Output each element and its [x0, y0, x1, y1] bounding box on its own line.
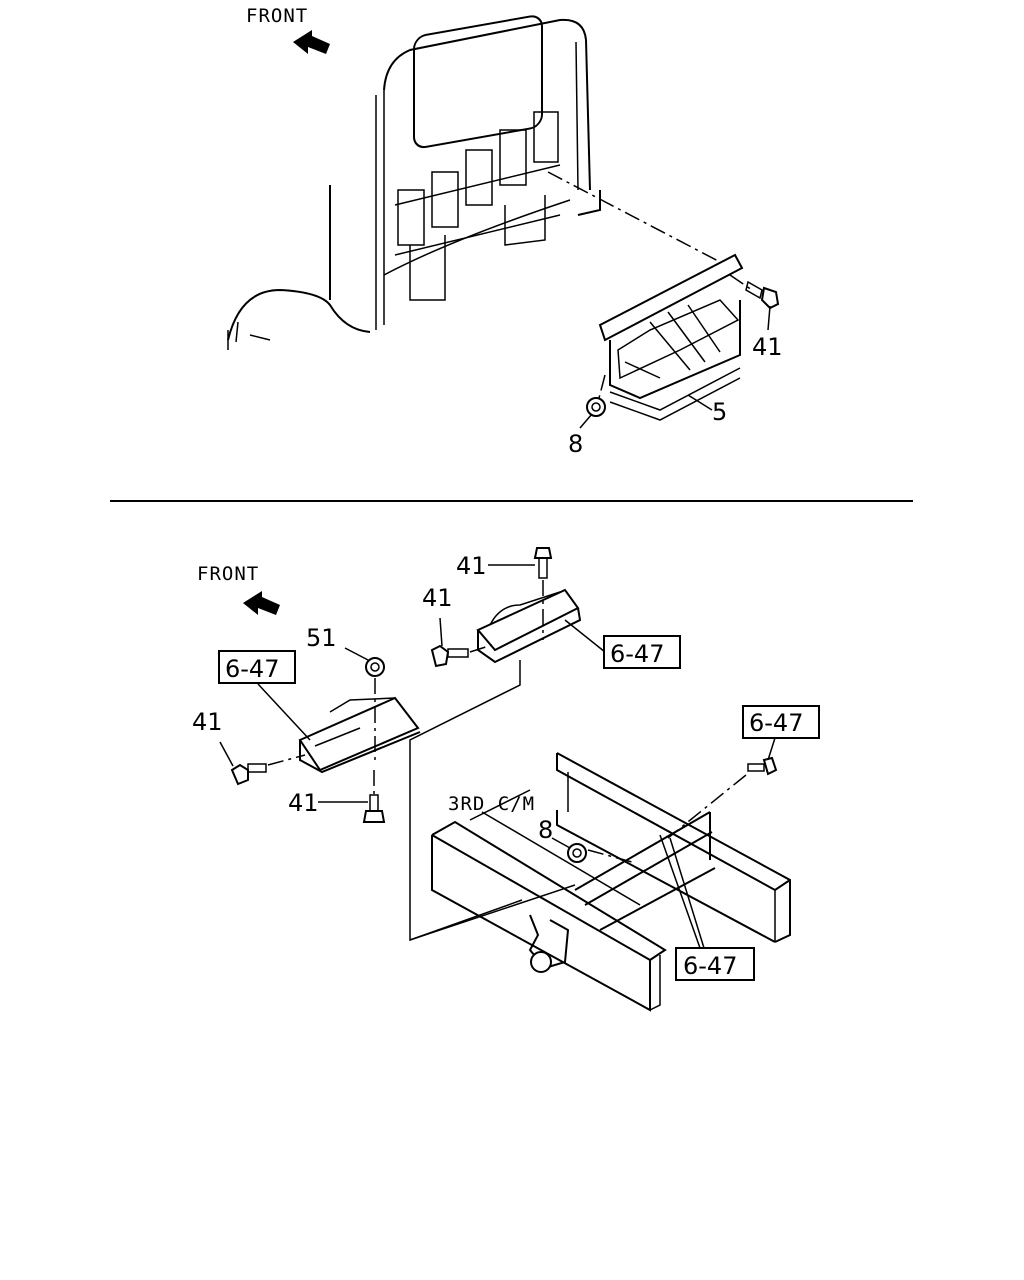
ref-6-47-c: 6-47 — [749, 709, 803, 737]
callout-51: 51 — [306, 624, 337, 652]
ref-6-47-d: 6-47 — [683, 952, 737, 980]
bolt-41-top-icon — [729, 274, 780, 310]
ref-6-47-a: 6-47 — [610, 640, 664, 668]
bolt-41-lower-icon — [362, 770, 386, 823]
top-front-label: FRONT — [246, 5, 308, 27]
bolt-41-vertical-top-icon — [533, 547, 553, 640]
bolt-41-horizontal-mid-icon — [430, 644, 493, 668]
cover-part-5 — [598, 253, 744, 421]
frame-label-3rd-cm: 3RD C/M — [448, 793, 535, 815]
bolt-6-47-right-icon — [667, 756, 778, 839]
callout-41-a: 41 — [456, 552, 487, 580]
cab-body — [227, 15, 601, 350]
bottom-front-label: FRONT — [197, 563, 259, 585]
bolt-41-left-icon — [230, 754, 306, 786]
bottom-view: FRONT 41 41 6-47 — [192, 547, 820, 1012]
callout-8-bottom: 8 — [538, 816, 553, 844]
callout-41-top: 41 — [752, 333, 783, 361]
top-view: FRONT — [227, 5, 783, 458]
bottom-front-arrow-icon — [243, 591, 280, 615]
nut-8-bottom-icon — [567, 843, 633, 863]
bracket-lower — [298, 696, 421, 774]
bracket-upper — [476, 588, 582, 664]
callout-8-top: 8 — [568, 430, 583, 458]
hanger-bracket — [528, 914, 570, 973]
callout-41-b: 41 — [422, 584, 453, 612]
callout-41-d: 41 — [288, 789, 319, 817]
callout-5: 5 — [712, 398, 727, 426]
callout-41-c: 41 — [192, 708, 223, 736]
top-front-arrow-icon — [293, 30, 330, 54]
nut-8-top-icon — [586, 374, 606, 417]
ref-6-47-b: 6-47 — [225, 655, 279, 683]
frame-rails — [431, 752, 791, 1012]
